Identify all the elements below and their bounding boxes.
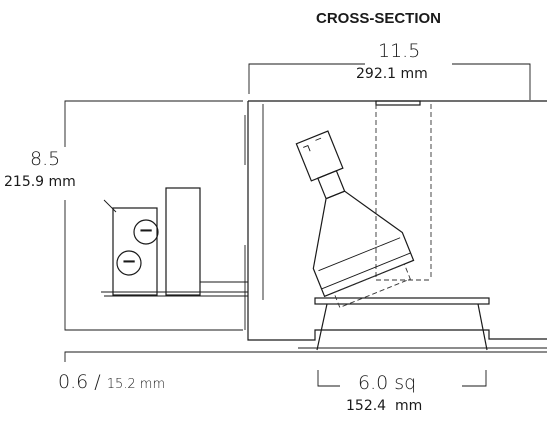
height-dimension-line	[64, 100, 243, 331]
junction-box	[101, 187, 248, 297]
knockout-symbol-2: −	[121, 251, 137, 272]
height-mm-label: 215.9 mm	[4, 174, 76, 190]
lamp-bulb	[312, 190, 415, 298]
aperture-dimension-line	[317, 370, 487, 387]
flange-mm-label: 15.2 mm	[106, 377, 166, 392]
width-mm-label: 292.1 mm	[356, 66, 428, 82]
knockout-symbol-1: −	[138, 220, 154, 241]
width-inches-label: 11.5	[378, 40, 421, 62]
aperture-inches-label: 6.0 sq	[358, 372, 417, 394]
lamp-neck	[317, 169, 346, 200]
knockout-circle-2	[116, 250, 142, 276]
diagram-title: CROSS-SECTION	[316, 10, 442, 27]
lamp	[295, 130, 415, 309]
trim-ring	[314, 297, 490, 351]
aperture-mm-label: 152.4 mm	[346, 398, 423, 414]
flange-separator: /	[94, 371, 101, 393]
socket-bracket	[375, 100, 432, 281]
height-inches-label: 8.5	[30, 148, 61, 170]
knockout-circle-1	[133, 219, 159, 245]
flange-dimension-label: 0.6 / 15.2 mm	[58, 371, 165, 393]
width-dimension-line	[248, 63, 531, 100]
flange-inches-label: 0.6	[58, 371, 89, 393]
flange-dimension-line	[64, 347, 547, 362]
